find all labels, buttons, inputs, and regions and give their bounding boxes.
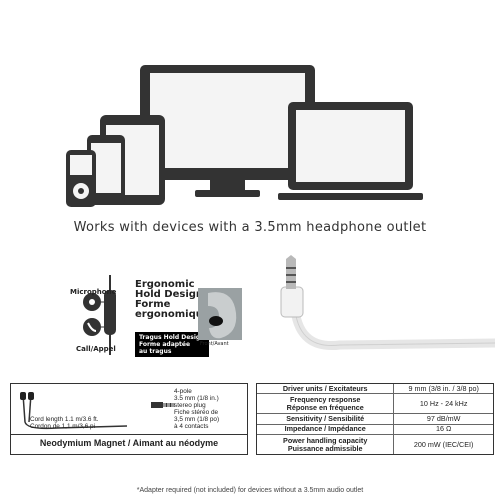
ear-fit-image — [198, 288, 242, 340]
smartphone-icon — [87, 135, 125, 205]
music-player-icon — [66, 150, 96, 207]
cord-length-label: Cord length 1.1 m/3.6 ft. Cordon de 1,1 … — [30, 416, 99, 430]
spec-row: Sensitivity / Sensibilité 97 dB/mW — [257, 413, 493, 425]
laptop-icon — [278, 102, 423, 200]
devices-illustration — [66, 65, 423, 207]
product-contents-box — [10, 383, 248, 455]
adapter-footnote: *Adapter required (not included) for dev… — [136, 487, 364, 494]
remote-control-diagram — [83, 275, 116, 355]
spec-table-box: Driver units / Excitateurs 9 mm (3/8 in.… — [256, 383, 494, 455]
front-view-label: Front/Avant — [200, 341, 229, 347]
headphone-plug-image — [280, 255, 495, 351]
magnet-label: Neodymium Magnet / Aimant au néodyme — [39, 438, 219, 448]
spec-row: Impedance / Impédance 16 Ω — [257, 424, 493, 436]
plug-diagram-icon — [151, 402, 175, 408]
compatibility-tagline: Works with devices with a 3.5mm headphon… — [73, 220, 427, 235]
microphone-label: Microphone — [70, 288, 117, 296]
plug-spec-label: 4-pole 3.5 mm (1/8 in.) stereo plug Fich… — [174, 388, 220, 430]
desktop-monitor-icon — [140, 65, 315, 197]
specifications-table: Driver units / Excitateurs 9 mm (3/8 in.… — [257, 384, 493, 454]
ergonomic-label: Ergonomic Hold Design Forme ergonomique — [135, 279, 210, 320]
call-label: Call/Appel — [76, 345, 116, 353]
spec-row: Driver units / Excitateurs 9 mm (3/8 in.… — [257, 384, 493, 395]
earphones-cord-image — [20, 392, 128, 430]
call-button-icon — [83, 318, 101, 336]
tragus-hold-badge: Tragus Hold Design Forme adaptée au trag… — [135, 332, 209, 357]
